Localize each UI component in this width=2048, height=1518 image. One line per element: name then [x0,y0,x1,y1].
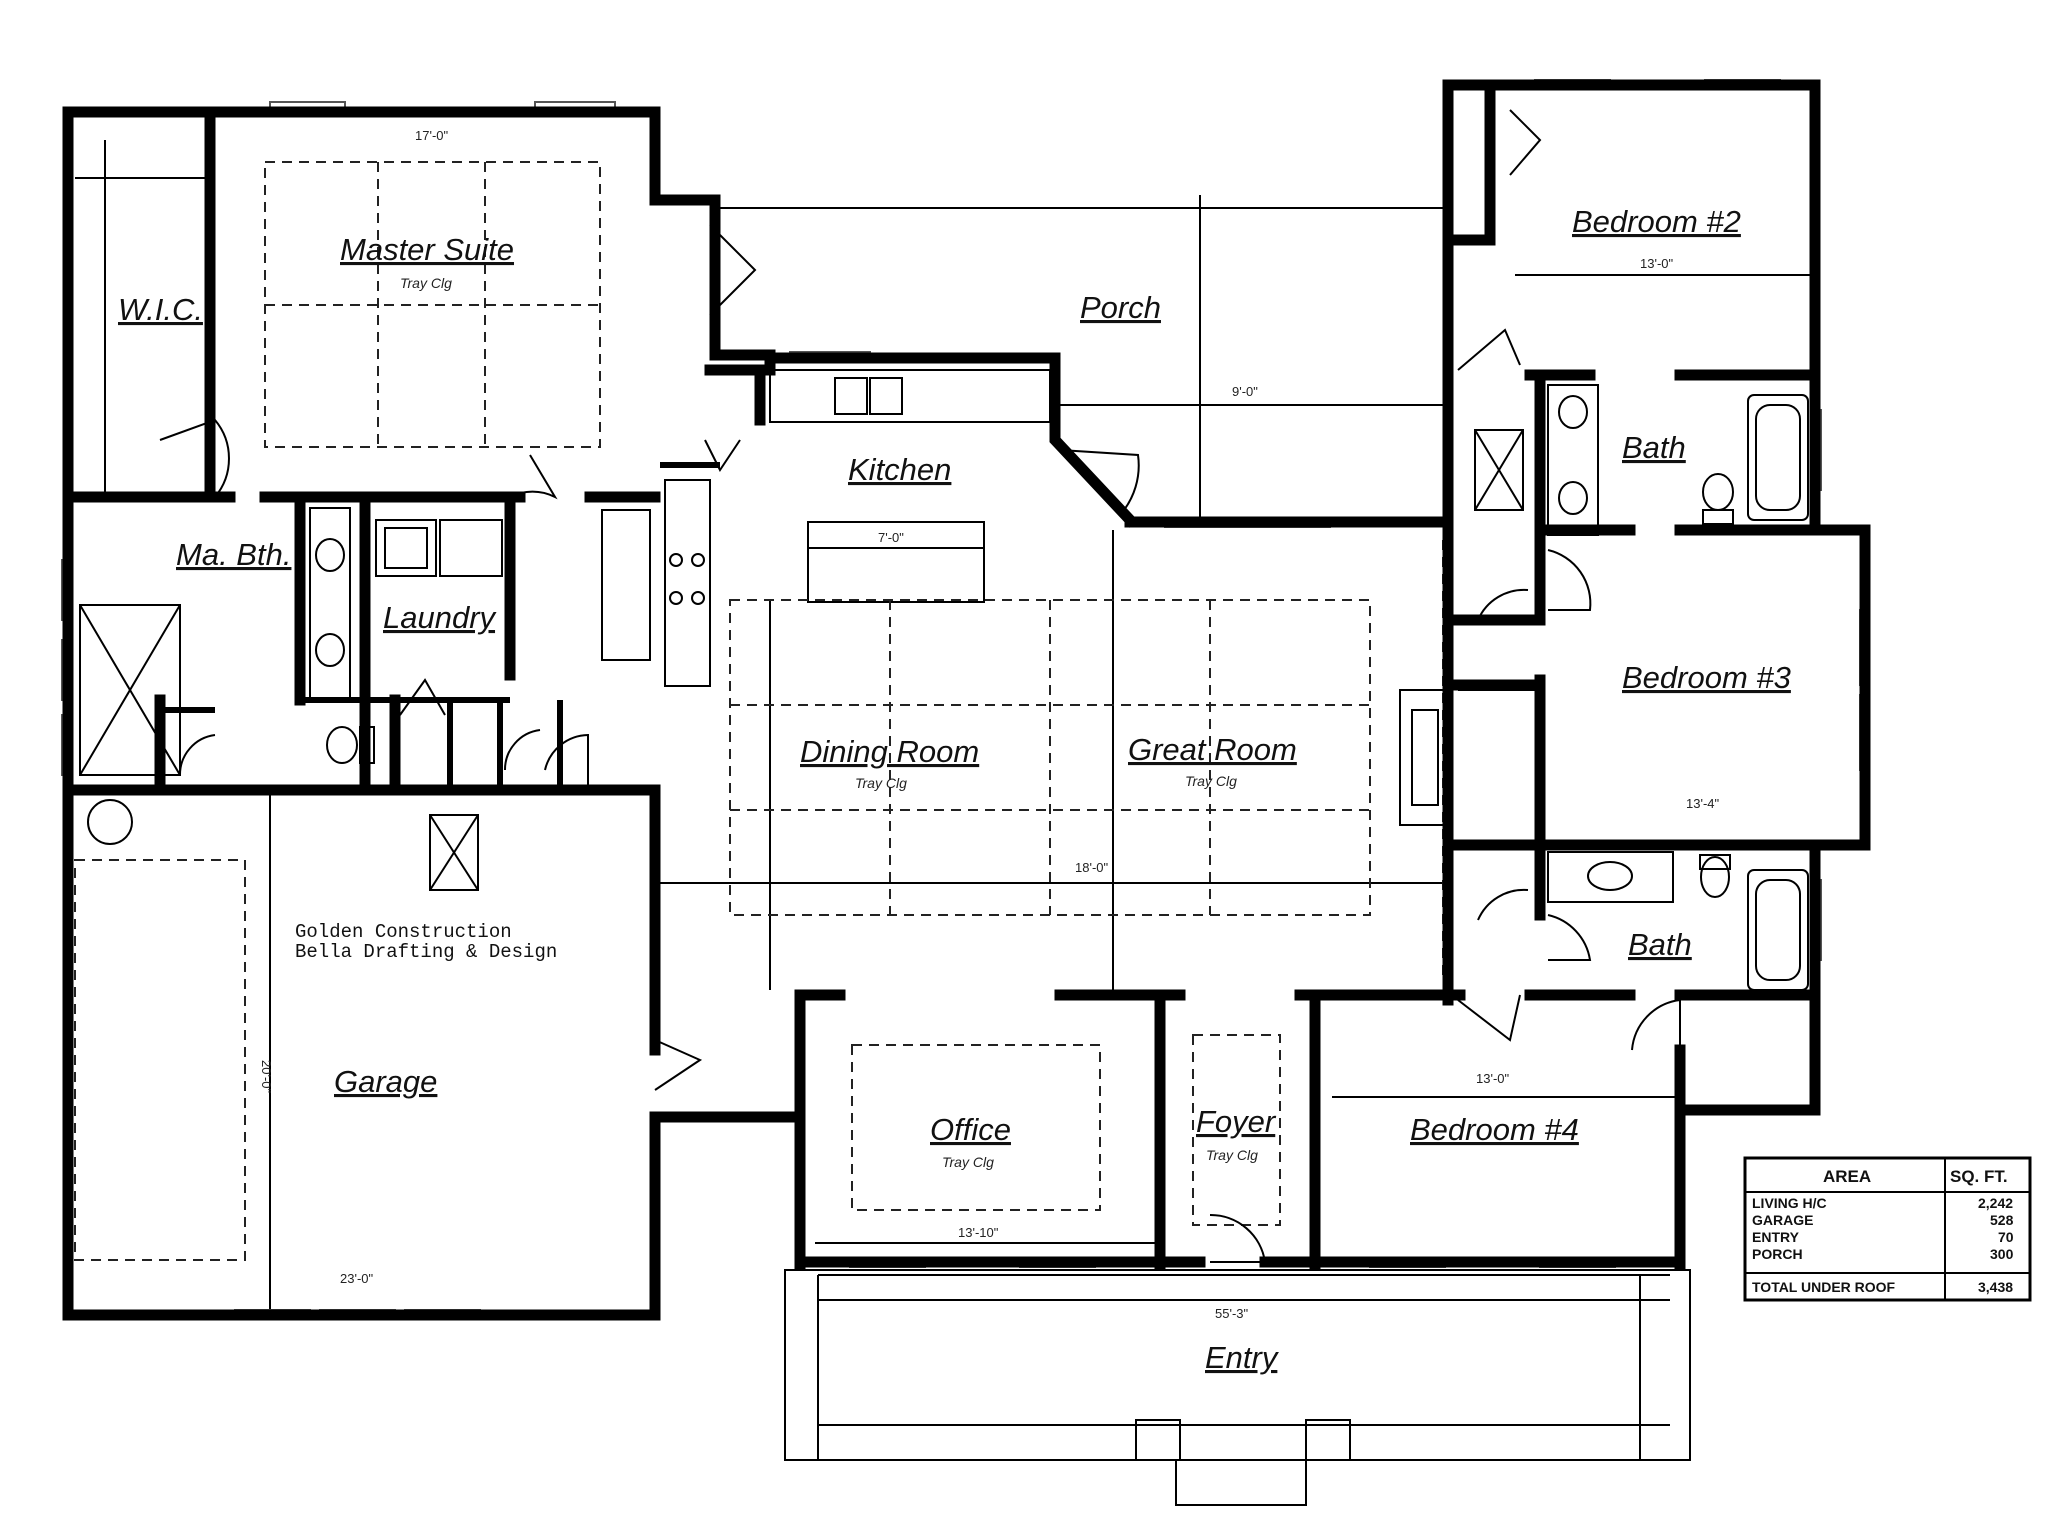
dim-bedroom3-width: 13'-4" [1686,796,1720,811]
area-row-label: PORCH [1752,1246,1803,1262]
room-wic: W.I.C. [118,292,203,327]
foyer-ceiling-note: Tray Clg [1206,1147,1258,1163]
dim-master-width: 17'-0" [415,128,449,143]
area-row-label: GARAGE [1752,1212,1813,1228]
credit-line-2: Bella Drafting & Design [295,941,557,963]
tray-ceiling-lines [74,161,1444,1261]
room-bath-lower: Bath [1628,927,1692,962]
room-master-suite: Master Suite [340,232,514,267]
dim-bedroom2-width: 13'-0" [1640,256,1674,271]
area-table: AREA SQ. FT. LIVING H/C 2,242 GARAGE 528… [1743,1156,2032,1302]
dim-entry-width: 55'-3" [1215,1306,1249,1321]
dim-bedroom4-width: 13'-0" [1476,1071,1510,1086]
area-row-value: 528 [1990,1212,2014,1228]
room-porch: Porch [1080,290,1161,325]
area-row-value: 2,242 [1978,1195,2013,1211]
area-row-label: ENTRY [1752,1229,1800,1245]
room-garage: Garage [334,1064,437,1099]
room-entry: Entry [1205,1340,1280,1375]
area-row-value: 300 [1990,1246,2014,1262]
master-suite-ceiling-note: Tray Clg [400,275,452,291]
area-total-label: TOTAL UNDER ROOF [1752,1279,1896,1295]
room-laundry: Laundry [383,600,498,635]
room-great-room: Great Room [1128,732,1297,767]
room-ma-bath: Ma. Bth. [176,537,291,572]
office-ceiling-note: Tray Clg [942,1154,994,1170]
room-foyer: Foyer [1196,1104,1277,1139]
room-dining-room: Dining Room [800,734,979,769]
dim-garage-width: 23'-0" [340,1271,374,1286]
room-bedroom-3: Bedroom #3 [1622,660,1791,695]
dim-garage-depth: 20'-0" [259,1060,274,1094]
dim-porch-depth: 9'-0" [1232,384,1258,399]
area-total-value: 3,438 [1978,1279,2013,1295]
area-row-label: LIVING H/C [1752,1195,1827,1211]
room-bedroom-2: Bedroom #2 [1572,204,1741,239]
entry-porch-outline [784,1269,1691,1461]
area-table-header-area: AREA [1823,1167,1871,1186]
walls [62,79,1871,1321]
room-bedroom-4: Bedroom #4 [1410,1112,1579,1147]
room-kitchen: Kitchen [848,452,951,487]
dim-island: 7'-0" [878,530,904,545]
detail-lines [75,140,1815,1506]
area-table-header-sqft: SQ. FT. [1950,1167,2008,1186]
credit-line-1: Golden Construction [295,921,512,943]
dim-great-depth: 18'-0" [1075,860,1109,875]
great-room-ceiling-note: Tray Clg [1185,773,1237,789]
area-row-value: 70 [1998,1229,2014,1245]
dining-room-ceiling-note: Tray Clg [855,775,907,791]
room-office: Office [930,1112,1011,1147]
dim-office-width: 13'-10" [958,1225,999,1240]
room-bath-upper: Bath [1622,430,1686,465]
